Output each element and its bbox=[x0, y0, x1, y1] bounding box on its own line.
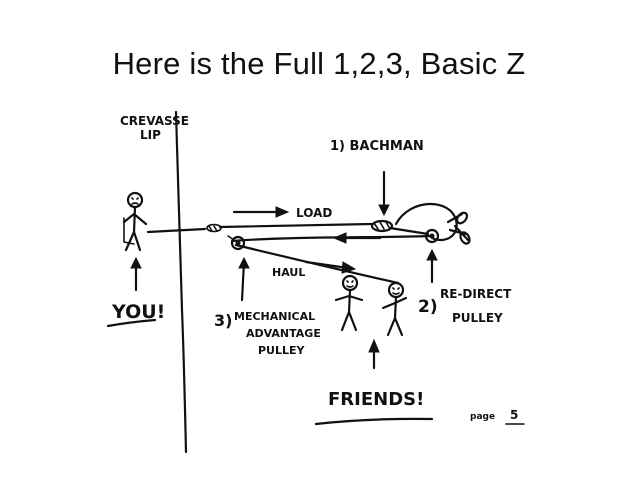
rope-climber bbox=[146, 227, 207, 234]
friend-stick-figure-icon bbox=[381, 281, 408, 337]
page-number: 5 bbox=[510, 408, 518, 422]
mech-label-line2: ADVANTAGE bbox=[246, 327, 321, 340]
redirect-pulley-icon bbox=[424, 228, 440, 244]
rope-top-strand bbox=[218, 222, 374, 229]
you-underline bbox=[106, 318, 157, 328]
friend-stick-figure-icon bbox=[334, 274, 364, 332]
rope-middle-strand bbox=[230, 234, 434, 243]
redirect-label-line2: PULLEY bbox=[452, 311, 503, 325]
crevasse-label-line1: CREVASSE bbox=[120, 114, 189, 128]
bachman-label: 1) BACHMAN bbox=[330, 139, 424, 154]
crevasse-label-line2: LIP bbox=[140, 128, 161, 142]
redirect-label-line1: RE-DIRECT bbox=[440, 287, 512, 301]
you-stick-figure-icon bbox=[122, 191, 148, 252]
friends-underline bbox=[314, 417, 434, 426]
mech-label-line1: MECHANICAL bbox=[234, 310, 315, 323]
you-label: YOU! bbox=[111, 301, 165, 323]
mech-pulley-icon bbox=[227, 235, 246, 251]
crevasse-lip-line bbox=[174, 110, 188, 454]
page-word: page bbox=[470, 412, 495, 422]
carabiner-icon bbox=[206, 223, 222, 233]
mech-num: 3) bbox=[214, 311, 232, 330]
friends-label: FRIENDS! bbox=[328, 389, 424, 410]
haul-label: HAUL bbox=[272, 266, 305, 279]
rope-to-redirect bbox=[388, 226, 430, 236]
bachman-knot-icon bbox=[370, 219, 394, 233]
load-label: LOAD bbox=[296, 206, 332, 220]
slide-title: Here is the Full 1,2,3, Basic Z bbox=[112, 46, 526, 81]
anchor-carabiner-icon bbox=[446, 211, 471, 245]
redirect-num: 2) bbox=[418, 297, 438, 317]
mech-label-line3: PULLEY bbox=[258, 344, 306, 357]
haul-arrow-icon bbox=[304, 260, 350, 270]
